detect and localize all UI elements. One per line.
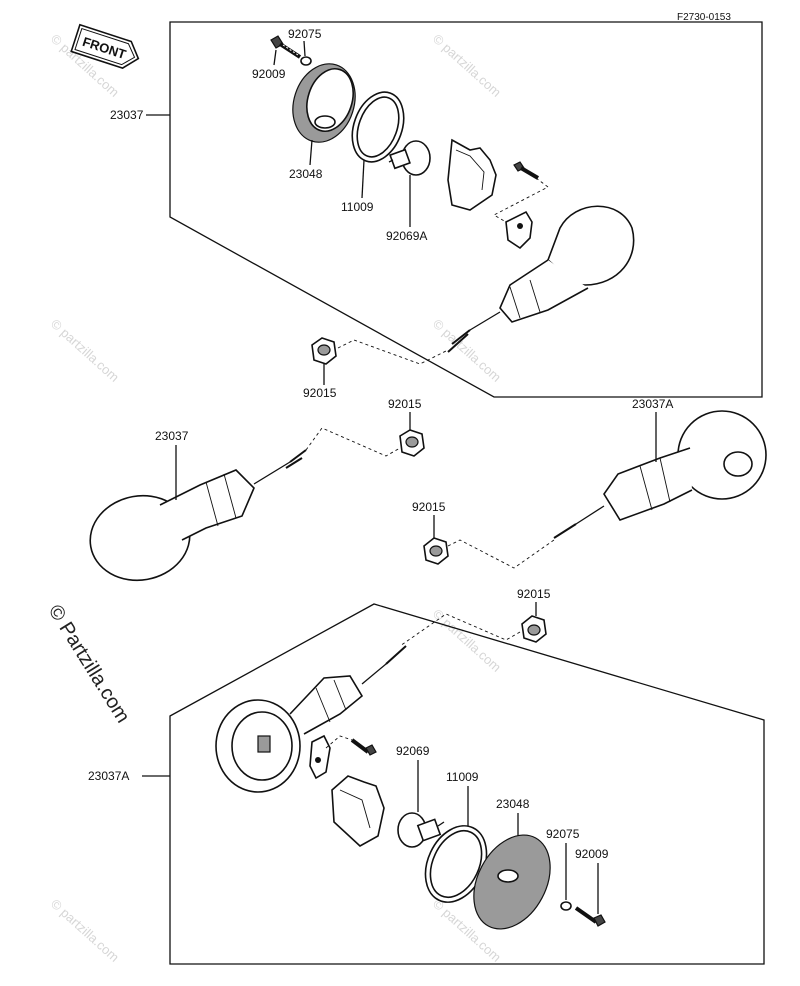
label-23048-bottom: 23048 [496,797,530,811]
label-92069: 92069 [396,744,430,758]
label-92015-a: 92015 [303,386,337,400]
front-arrow-tag: FRONT [70,23,140,69]
leader-dashed-bottom [325,735,353,749]
leader-92075-top [303,40,306,57]
lens-23048-bottom [473,834,551,930]
label-23048-top: 23048 [289,167,323,181]
label-92015-b: 92015 [388,397,422,411]
label-11009-bottom: 11009 [446,770,479,784]
top-assembly-frame [169,21,763,398]
watermark-tile: © partzilla.com [430,606,504,675]
label-92009-top: 92009 [252,67,286,81]
signal-housing-23037-left [89,427,401,582]
label-92015-d: 92015 [517,587,551,601]
label-23037A-bottom: 23037A [88,769,129,783]
watermark-tile: © partzilla.com [48,896,122,965]
lens-23048-top [292,63,356,143]
leader-11009-top [361,159,365,199]
label-23037-left: 23037 [155,429,189,443]
leader-dashed-top [493,177,549,223]
bulb-92069A [388,140,431,176]
leader-nut-c [447,539,555,569]
gasket-11009-top [351,91,405,163]
label-92075-bottom: 92075 [546,827,580,841]
label-92069A: 92069A [386,229,427,243]
watermark-tile: © partzilla.com [430,316,504,385]
signal-housing-23037A-right [553,410,767,539]
watermark-tile: © partzilla.com [48,316,122,385]
socket-bracket-bottom [331,775,385,847]
bulb-92069 [397,812,445,848]
label-23037A-right: 23037A [632,397,673,411]
mount-screw-top [513,161,540,180]
leader-23048-top [309,139,313,166]
label-23037-top: 23037 [110,108,144,122]
leader-nut-a [337,339,449,365]
signal-housing-23037A-bottom [215,645,407,793]
label-92009-bottom: 92009 [575,847,609,861]
washer-92075-top [300,56,312,66]
watermark-tile: © partzilla.com [430,31,504,100]
signal-housing-23037-top [447,205,635,353]
label-92075-top: 92075 [288,27,322,41]
nut-92015-c [423,537,449,565]
screw-92009-bottom [574,906,606,927]
watermark-side: © Partzilla.com [44,601,134,727]
leader-nut-d [399,613,521,647]
leader-92009-top [273,49,277,66]
nut-92015-b [399,429,425,457]
diagram-code: F2730-0153 [677,12,731,23]
socket-bracket-top [447,138,497,211]
clip-plate-bottom [309,734,331,780]
mount-screw-bottom [350,738,377,756]
label-11009-top: 11009 [341,200,374,214]
bottom-assembly-frame [169,603,765,965]
label-92015-c: 92015 [412,500,446,514]
gasket-11009-bottom [424,825,488,903]
nut-92015-a [311,337,337,365]
nut-92015-d [521,615,547,643]
washer-92075-bottom [560,901,572,911]
screw-92009-top [270,35,302,59]
clip-plate-top [505,210,533,250]
